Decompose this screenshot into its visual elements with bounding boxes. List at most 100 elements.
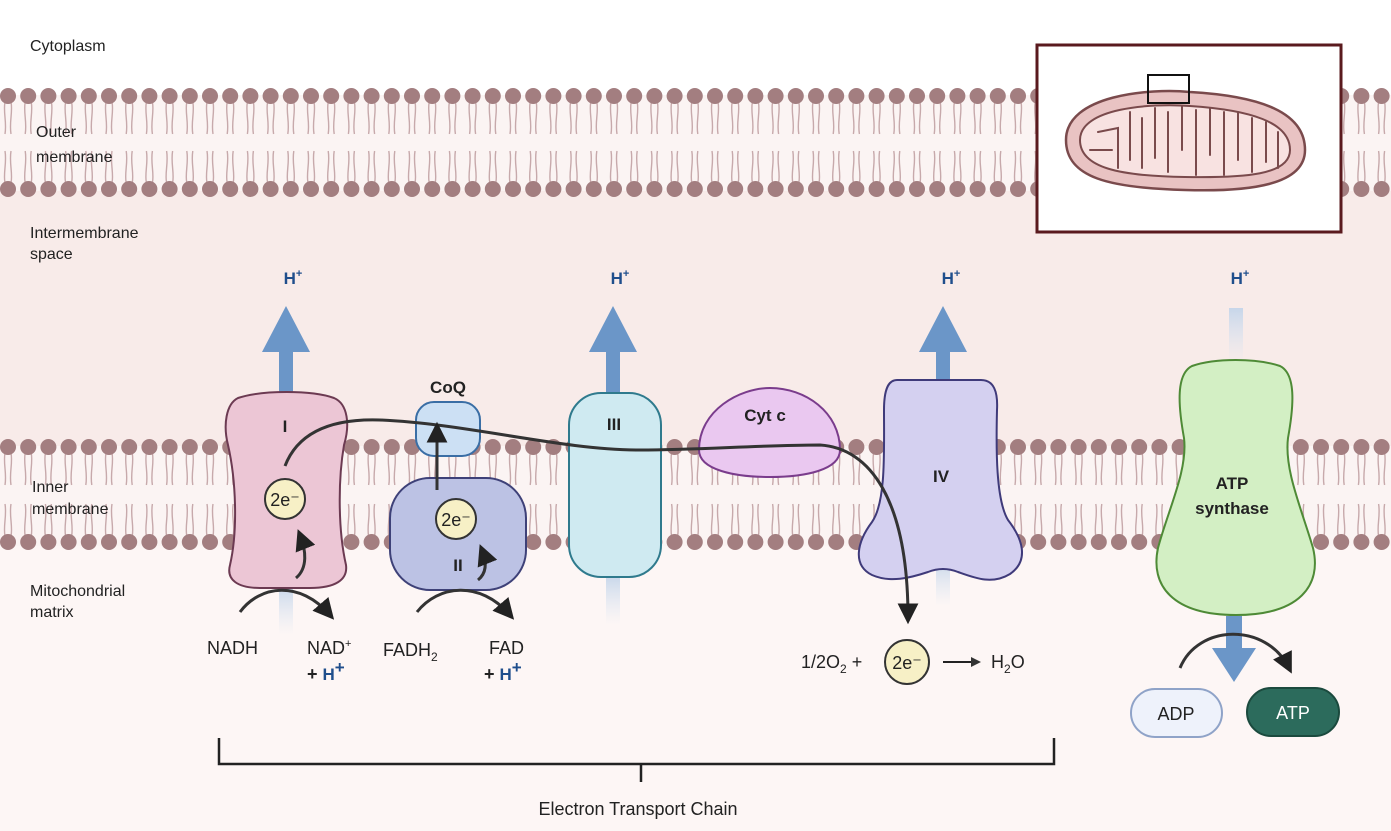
lipid-tail bbox=[44, 101, 53, 135]
lipid-tail bbox=[367, 101, 376, 135]
lipid-head bbox=[767, 181, 784, 197]
lipid-tail bbox=[508, 150, 518, 184]
lipid-head bbox=[464, 88, 481, 104]
lipid-head bbox=[1131, 439, 1148, 455]
proton-label-3: H+ bbox=[611, 268, 630, 288]
atp-pill: ATP bbox=[1246, 687, 1340, 737]
lipid-head bbox=[60, 439, 77, 455]
channel-complex-3 bbox=[606, 575, 620, 625]
lipid-tail bbox=[751, 503, 760, 537]
intermembrane-label-1: Intermembrane bbox=[30, 225, 139, 242]
lipid-tail bbox=[831, 503, 841, 537]
atp-synthase bbox=[1155, 359, 1316, 617]
lipid-tail bbox=[1316, 452, 1326, 486]
electron-complex-1: 2e⁻ bbox=[264, 478, 306, 520]
inner-membrane-label-2: membrane bbox=[32, 501, 109, 518]
lipid-head bbox=[727, 88, 744, 104]
lipid-head bbox=[828, 534, 845, 550]
lipid-tail bbox=[468, 101, 477, 135]
lipid-tail bbox=[124, 101, 134, 135]
coq-label: CoQ bbox=[430, 378, 466, 397]
lipid-head bbox=[888, 181, 905, 197]
lipid-head bbox=[121, 88, 138, 104]
lipid-head bbox=[666, 181, 683, 197]
nad-label: NAD+ bbox=[307, 638, 351, 658]
lipid-tail bbox=[266, 101, 275, 135]
lipid-head bbox=[828, 88, 845, 104]
lipid-tail bbox=[710, 150, 720, 184]
lipid-head bbox=[1313, 534, 1329, 550]
lipid-tail bbox=[44, 150, 53, 184]
lipid-head bbox=[989, 88, 1006, 104]
lipid-tail bbox=[528, 101, 538, 135]
lipid-tail bbox=[508, 101, 518, 135]
lipid-head bbox=[828, 181, 845, 197]
etc-label: Electron Transport Chain bbox=[538, 799, 737, 819]
lipid-head bbox=[868, 439, 885, 455]
lipid-tail bbox=[1114, 503, 1124, 537]
channel-complex-4 bbox=[936, 560, 950, 606]
lipid-tail bbox=[569, 150, 578, 184]
lipid-tail bbox=[1336, 452, 1346, 486]
lipid-tail bbox=[912, 101, 922, 135]
lipid-head bbox=[60, 534, 77, 550]
lipid-tail bbox=[145, 101, 154, 135]
lipid-tail bbox=[165, 150, 174, 184]
mitochondrion-cristae bbox=[1089, 105, 1279, 176]
lipid-head bbox=[80, 534, 97, 550]
lipid-head bbox=[909, 88, 925, 104]
svg-text:2e⁻: 2e⁻ bbox=[270, 490, 300, 510]
lipid-head bbox=[40, 88, 57, 104]
lipid-head bbox=[1010, 181, 1026, 197]
lipid-tail bbox=[831, 150, 841, 184]
lipid-tail bbox=[872, 150, 881, 184]
lipid-head bbox=[868, 88, 885, 104]
lipid-head bbox=[808, 181, 824, 197]
svg-text:2e⁻: 2e⁻ bbox=[892, 653, 922, 673]
complex-2-electron-arrow bbox=[476, 544, 498, 582]
lipid-head bbox=[1030, 534, 1047, 550]
complex-1-label: I bbox=[283, 417, 288, 436]
inner-membrane-label-1: Inner bbox=[32, 479, 69, 496]
lipid-tail bbox=[185, 452, 195, 486]
complex-1-electron-arrow bbox=[294, 529, 316, 580]
lipid-head bbox=[545, 181, 562, 197]
lipid-tail bbox=[1296, 452, 1306, 486]
lipid-tail bbox=[23, 503, 33, 537]
lipid-head bbox=[848, 88, 865, 104]
lipid-head bbox=[969, 181, 986, 197]
lipid-head bbox=[1111, 439, 1127, 455]
lipid-tail bbox=[407, 101, 417, 135]
lipid-tail bbox=[306, 150, 316, 184]
proton-arrow-1 bbox=[262, 306, 310, 400]
fad-label: FAD bbox=[489, 638, 524, 658]
lipid-head bbox=[1111, 534, 1127, 550]
lipid-tail bbox=[185, 503, 195, 537]
lipid-tail bbox=[326, 101, 336, 135]
lipid-tail bbox=[1357, 150, 1366, 184]
lipid-head bbox=[585, 88, 602, 104]
complex-2-label: II bbox=[453, 556, 462, 575]
lipid-tail bbox=[1134, 503, 1144, 537]
lipid-tail bbox=[771, 150, 780, 184]
lipid-tail bbox=[488, 101, 498, 135]
lipid-head bbox=[525, 534, 542, 550]
lipid-head bbox=[343, 88, 360, 104]
lipid-tail bbox=[246, 150, 255, 184]
lipid-tail bbox=[892, 150, 902, 184]
lipid-head bbox=[101, 88, 117, 104]
lipid-head bbox=[161, 534, 178, 550]
lipid-head bbox=[505, 181, 521, 197]
lipid-tail bbox=[872, 101, 881, 135]
atp-synthase-proton-channel-top bbox=[1229, 308, 1243, 364]
lipid-head bbox=[101, 181, 117, 197]
lipid-tail bbox=[1013, 452, 1023, 486]
lipid-tail bbox=[145, 452, 154, 486]
lipid-head bbox=[1050, 439, 1067, 455]
channel-complex-1 bbox=[279, 585, 293, 635]
lipid-head bbox=[20, 88, 37, 104]
lipid-head bbox=[121, 439, 138, 455]
lipid-head bbox=[60, 88, 77, 104]
electron-path bbox=[283, 418, 919, 625]
lipid-head bbox=[1353, 534, 1370, 550]
